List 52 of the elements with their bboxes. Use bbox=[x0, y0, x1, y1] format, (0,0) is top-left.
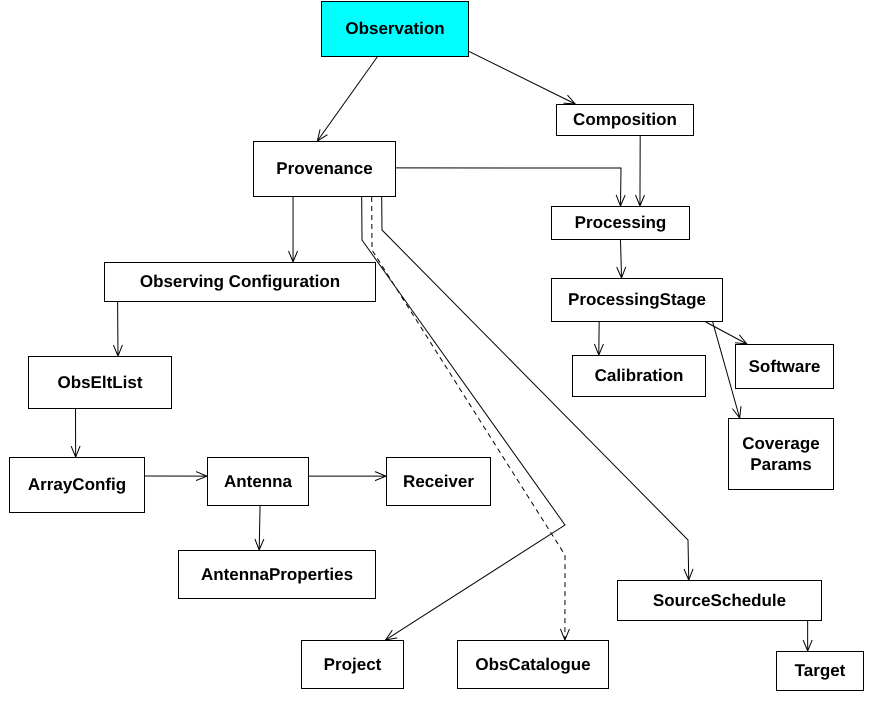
arrow bbox=[288, 196, 298, 262]
class-box bbox=[207, 457, 309, 506]
class-name: SourceSchedule bbox=[652, 590, 786, 612]
arrow bbox=[616, 240, 626, 278]
arrow bbox=[70, 408, 81, 458]
class-box bbox=[301, 640, 404, 689]
class-name: ArrayConfig bbox=[28, 474, 126, 496]
class-name: Coverage Params bbox=[741, 432, 821, 476]
class-box bbox=[551, 206, 690, 240]
class-name: ProcessingStage bbox=[568, 289, 706, 311]
class-name: Observing Configuration bbox=[140, 271, 340, 293]
arrow bbox=[396, 167, 626, 206]
class-box bbox=[572, 355, 706, 397]
class-box bbox=[457, 640, 609, 689]
arrow bbox=[802, 620, 813, 652]
arrow bbox=[254, 506, 264, 550]
class-name: Antenna bbox=[224, 470, 292, 492]
class-box bbox=[776, 651, 864, 691]
class-box bbox=[735, 344, 834, 389]
arrow bbox=[705, 322, 748, 344]
class-name: ObsEltList bbox=[57, 372, 142, 394]
class-box bbox=[728, 418, 834, 490]
class-box bbox=[617, 580, 822, 621]
class-name: Software bbox=[748, 356, 820, 378]
class-name: Processing bbox=[574, 212, 666, 234]
class-box bbox=[104, 262, 376, 302]
arrow bbox=[112, 302, 123, 356]
arrow bbox=[712, 322, 742, 418]
arrow bbox=[316, 56, 378, 142]
class-name: Observation bbox=[345, 18, 445, 40]
class-box bbox=[551, 278, 723, 322]
class-name: Provenance bbox=[276, 158, 373, 180]
class-box bbox=[556, 104, 694, 136]
class-name: AntennaProperties bbox=[200, 564, 354, 586]
class-name: Project bbox=[324, 654, 382, 676]
arrow bbox=[594, 322, 604, 356]
arrow bbox=[468, 50, 576, 104]
class-name: Calibration bbox=[594, 365, 684, 387]
class-name: ObsCatalogue bbox=[475, 654, 591, 676]
class-box bbox=[321, 1, 469, 57]
class-name: Composition bbox=[573, 109, 677, 131]
class-name: Receiver bbox=[403, 470, 474, 492]
arrow bbox=[635, 136, 645, 206]
arrow bbox=[308, 471, 386, 482]
class-box bbox=[9, 457, 145, 513]
class-box bbox=[386, 457, 491, 506]
class-box bbox=[253, 141, 396, 197]
class-box bbox=[178, 550, 376, 599]
class-name: Target bbox=[794, 660, 846, 682]
arrow bbox=[144, 471, 208, 482]
arrow bbox=[381, 196, 694, 580]
class-box bbox=[28, 356, 172, 409]
